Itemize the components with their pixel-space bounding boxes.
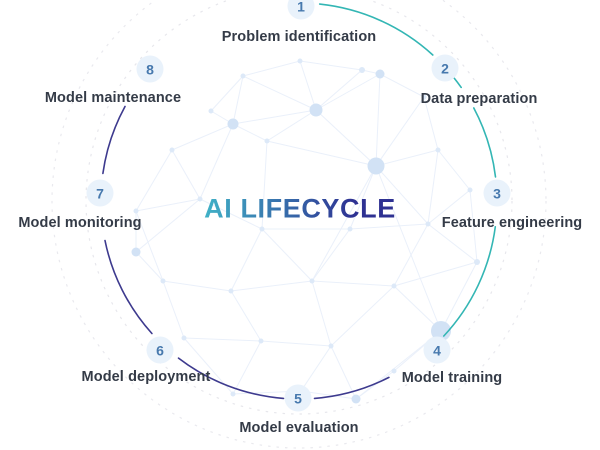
cycle-arc-navy: [102, 105, 390, 400]
stage-number-5: 5: [294, 390, 302, 406]
stage-number-2: 2: [441, 60, 449, 76]
stage-label-model-evaluation: Model evaluation: [239, 420, 359, 436]
stage-badge-2: 2: [431, 54, 459, 82]
stage-label-problem-identification: Problem identification: [221, 29, 377, 45]
network-graphic: [131, 58, 480, 404]
stage-number-3: 3: [493, 185, 501, 201]
stage-badge-4: 4: [423, 336, 451, 364]
stage-number-4: 4: [433, 342, 441, 358]
lifecycle-title: AI LIFECYCLE: [204, 193, 396, 224]
stage-label-model-training: Model training: [401, 370, 503, 386]
stage-label-model-monitoring: Model monitoring: [18, 215, 142, 231]
stage-label-data-preparation: Data preparation: [420, 91, 538, 107]
stage-badge-5: 5: [284, 384, 312, 412]
stage-badge-6: 6: [146, 336, 174, 364]
stage-label-model-deployment: Model deployment: [81, 369, 211, 385]
stage-badge-7: 7: [86, 179, 114, 207]
stage-label-model-maintenance: Model maintenance: [44, 90, 182, 106]
dotted-outer-circle-outer: [51, 0, 547, 449]
stage-badge-1: 1: [287, 0, 315, 20]
stage-badge-3: 3: [483, 179, 511, 207]
stage-label-feature-engineering: Feature engineering: [441, 215, 583, 231]
stage-badge-8: 8: [136, 55, 164, 83]
stage-number-8: 8: [146, 61, 154, 77]
stage-number-7: 7: [96, 185, 104, 201]
dotted-outer-circle-inner: [85, 0, 513, 415]
cycle-arc-teal: [318, 3, 497, 337]
stage-number-1: 1: [297, 0, 305, 14]
stage-number-6: 6: [156, 342, 164, 358]
